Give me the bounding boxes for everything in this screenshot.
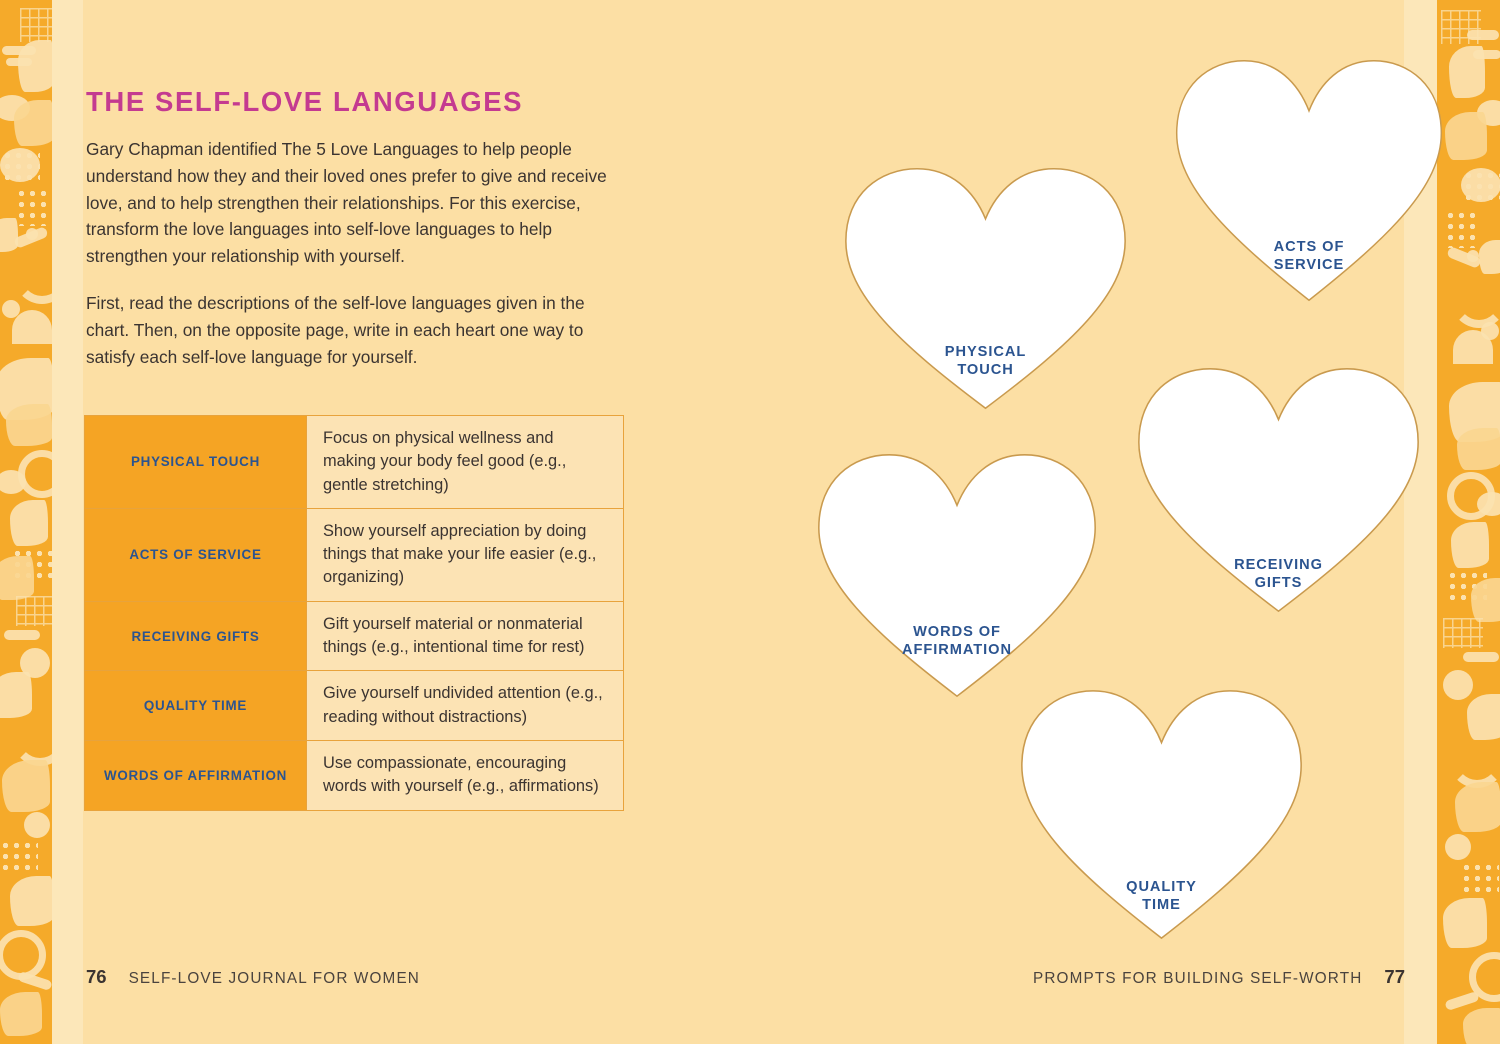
language-label: WORDS OF AFFIRMATION bbox=[84, 739, 307, 811]
heart-physical-touch[interactable]: PHYSICAL TOUCH bbox=[843, 166, 1128, 411]
language-description: Show yourself appreciation by doing thin… bbox=[306, 507, 624, 602]
language-description: Focus on physical wellness and making yo… bbox=[306, 415, 624, 509]
heart-icon bbox=[818, 454, 1096, 698]
heart-quality-time[interactable]: QUALITY TIME bbox=[1019, 688, 1304, 941]
page-number-right: 77 bbox=[1384, 966, 1405, 987]
heart-icon bbox=[845, 168, 1126, 410]
footer-right: PROMPTS FOR BUILDING SELF-WORTH 77 bbox=[1033, 966, 1405, 988]
table-row: QUALITY TIME Give yourself undivided att… bbox=[84, 670, 624, 741]
table-row: PHYSICAL TOUCH Focus on physical wellnes… bbox=[84, 415, 624, 509]
table-row: WORDS OF AFFIRMATION Use compassionate, … bbox=[84, 739, 624, 811]
table-row: ACTS OF SERVICE Show yourself appreciati… bbox=[84, 507, 624, 602]
language-label: RECEIVING GIFTS bbox=[84, 600, 307, 672]
language-description: Give yourself undivided attention (e.g.,… bbox=[306, 670, 624, 741]
left-page-text-block: THE SELF-LOVE LANGUAGES Gary Chapman ide… bbox=[86, 86, 646, 370]
decorative-band-right bbox=[1437, 0, 1500, 1044]
running-head-right: PROMPTS FOR BUILDING SELF-WORTH bbox=[1032, 970, 1363, 987]
footer-left: 76 SELF-LOVE JOURNAL FOR WOMEN bbox=[86, 966, 420, 988]
page-number-left: 76 bbox=[86, 966, 107, 987]
page-title: THE SELF-LOVE LANGUAGES bbox=[86, 86, 524, 117]
heart-icon bbox=[1175, 60, 1443, 302]
language-label: PHYSICAL TOUCH bbox=[84, 415, 307, 509]
table-row: RECEIVING GIFTS Gift yourself material o… bbox=[84, 600, 624, 672]
running-head-left: SELF-LOVE JOURNAL FOR WOMEN bbox=[128, 970, 420, 987]
decorative-strip-left bbox=[52, 0, 83, 1044]
heart-words-of-affirmation[interactable]: WORDS OF AFFIRMATION bbox=[816, 452, 1098, 699]
heart-receiving-gifts[interactable]: RECEIVING GIFTS bbox=[1136, 366, 1421, 614]
self-love-languages-table: PHYSICAL TOUCH Focus on physical wellnes… bbox=[84, 415, 624, 811]
intro-paragraph-2: First, read the descriptions of the self… bbox=[86, 292, 585, 367]
heart-icon bbox=[1138, 368, 1419, 613]
language-description: Use compassionate, encouraging words wit… bbox=[306, 739, 624, 811]
heart-acts-of-service[interactable]: ACTS OF SERVICE bbox=[1174, 58, 1444, 303]
decorative-band-left bbox=[0, 0, 52, 1044]
language-label: ACTS OF SERVICE bbox=[84, 507, 307, 602]
language-label: QUALITY TIME bbox=[84, 670, 307, 741]
language-description: Gift yourself material or nonmaterial th… bbox=[306, 600, 624, 672]
intro-paragraph-1: Gary Chapman identified The 5 Love Langu… bbox=[86, 139, 607, 267]
heart-icon bbox=[1021, 690, 1302, 940]
